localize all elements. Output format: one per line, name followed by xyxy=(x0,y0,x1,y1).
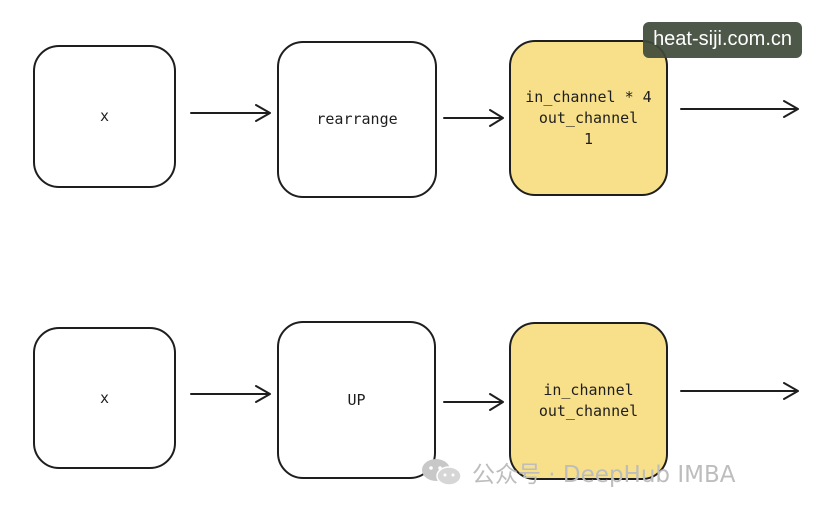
row1-node-conv: in_channel * 4 out_channel 1 xyxy=(509,40,668,196)
node-label: x xyxy=(99,388,110,407)
node-label-line-2: out_channel xyxy=(538,402,639,420)
row2-node-conv: in_channel out_channel xyxy=(509,322,668,480)
wechat-icon xyxy=(422,459,462,486)
node-label-line-1: in_channel * 4 xyxy=(525,87,652,106)
node-label: rearrange xyxy=(316,110,398,128)
node-label-line-3: 1 xyxy=(583,129,594,148)
row1-arrow-3 xyxy=(680,99,800,119)
row2-node-up: UP xyxy=(277,321,436,479)
node-label-line-1: in_channel xyxy=(543,381,634,399)
row2-arrow-1 xyxy=(190,384,272,404)
watermark-bottom-text: 公众号 · DeepHub IMBA xyxy=(472,462,736,488)
row1-node-x: x xyxy=(33,45,176,188)
node-label: x xyxy=(99,107,110,125)
row1-arrow-1 xyxy=(190,103,272,123)
node-label-line-2: out_channel xyxy=(538,108,639,127)
watermark-top-text: heat-siji.com.cn xyxy=(653,28,792,50)
row1-node-rearrange: rearrange xyxy=(277,41,437,198)
watermark-top: heat-siji.com.cn xyxy=(643,22,802,58)
row1-arrow-2 xyxy=(443,108,505,128)
row2-node-x: x xyxy=(33,327,176,469)
node-label: UP xyxy=(347,390,366,409)
row2-arrow-2 xyxy=(443,392,505,412)
row2-arrow-3 xyxy=(680,381,800,401)
watermark-bottom: 公众号 · DeepHub IMBA xyxy=(420,455,735,489)
